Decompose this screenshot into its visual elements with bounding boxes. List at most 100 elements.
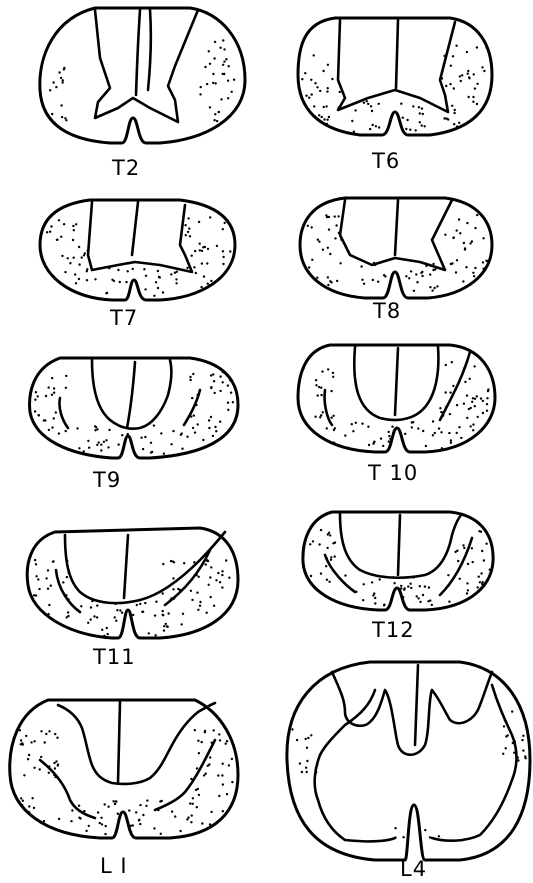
stipple-dot xyxy=(65,430,67,432)
stipple-dot xyxy=(51,394,53,396)
stipple-dot xyxy=(160,432,162,434)
stipple-dot xyxy=(481,581,483,583)
stipple-dot xyxy=(88,447,90,449)
stipple-dot xyxy=(84,252,86,254)
stipple-dot xyxy=(103,635,105,637)
stipple-dot xyxy=(417,597,419,599)
stipple-dot xyxy=(58,71,60,73)
stipple-dot xyxy=(170,560,172,562)
stipple-dot xyxy=(225,559,227,561)
stipple-dot xyxy=(482,400,484,402)
stipple-dot xyxy=(199,249,201,251)
stipple-dot xyxy=(504,719,506,721)
stipple-dot xyxy=(412,576,414,578)
stipple-dot xyxy=(155,281,157,283)
stipple-dot xyxy=(162,592,164,594)
stipple-dot xyxy=(463,547,465,549)
stipple-dot xyxy=(448,432,450,434)
stipple-dot xyxy=(412,421,414,423)
stipple-dot xyxy=(161,800,163,802)
stipple-dot xyxy=(229,250,231,252)
stipple-dot xyxy=(474,87,476,89)
stipple-dot xyxy=(462,280,464,282)
stipple-dot xyxy=(457,560,459,562)
stipple-dot xyxy=(319,416,321,418)
stipple-dot xyxy=(184,224,186,226)
stipple-dot xyxy=(378,126,380,128)
stipple-dot xyxy=(459,578,461,580)
stipple-dot xyxy=(215,579,217,581)
stipple-dot xyxy=(362,599,364,601)
stipple-dot xyxy=(162,614,164,616)
stipple-dot xyxy=(214,426,216,428)
stipple-dot xyxy=(208,419,210,421)
stipple-dot xyxy=(394,836,396,838)
stipple-dot xyxy=(183,562,185,564)
stipple-dot xyxy=(159,276,161,278)
stipple-dot xyxy=(209,216,211,218)
stipple-dot xyxy=(474,405,476,407)
section-t7-gray-matter xyxy=(88,202,192,272)
stipple-dot xyxy=(315,379,317,381)
section-t12-gray-matter xyxy=(325,514,472,595)
stipple-dot xyxy=(52,81,54,83)
stipple-dot xyxy=(320,529,322,531)
stipple-dot xyxy=(208,284,210,286)
stipple-dot xyxy=(419,585,421,587)
stipple-dot xyxy=(106,292,108,294)
stipple-dot xyxy=(470,425,472,427)
stipple-dot xyxy=(406,119,408,121)
stipple-dot xyxy=(20,797,22,799)
stipple-dot xyxy=(207,560,209,562)
stipple-dot xyxy=(153,827,155,829)
stipple-dot xyxy=(347,447,349,449)
stipple-dot xyxy=(86,279,88,281)
stipple-dot xyxy=(367,426,369,428)
stipple-dot xyxy=(339,91,341,93)
stipple-dot xyxy=(154,614,156,616)
stipple-dot xyxy=(114,616,116,618)
stipple-dot xyxy=(52,561,54,563)
stipple-dot xyxy=(190,778,192,780)
stipple-dot xyxy=(383,604,385,606)
stipple-dot xyxy=(299,762,301,764)
stipple-dot xyxy=(391,273,393,275)
section-t10-gray-matter xyxy=(325,347,470,425)
stipple-dot xyxy=(449,83,451,85)
stipple-dot xyxy=(463,367,465,369)
stipple-dot xyxy=(192,797,194,799)
stipple-dot xyxy=(451,361,453,363)
stipple-dot xyxy=(441,77,443,79)
stipple-dot xyxy=(232,401,234,403)
stipple-dot xyxy=(83,450,85,452)
stipple-dot xyxy=(382,445,384,447)
stipple-dot xyxy=(116,609,118,611)
stipple-dot xyxy=(440,411,442,413)
section-l4: L4 xyxy=(287,662,530,881)
stipple-dot xyxy=(486,47,488,49)
stipple-dot xyxy=(186,436,188,438)
stipple-dot xyxy=(486,403,488,405)
stipple-dot xyxy=(87,622,89,624)
stipple-dot xyxy=(58,432,60,434)
stipple-dot xyxy=(454,551,456,553)
stipple-dot xyxy=(231,91,233,93)
stipple-dot xyxy=(163,453,165,455)
stipple-dot xyxy=(351,423,353,425)
stipple-dot xyxy=(438,427,440,429)
stipple-dot xyxy=(179,589,181,591)
section-t6-stipple xyxy=(301,45,488,133)
stipple-dot xyxy=(66,576,68,578)
stipple-dot xyxy=(47,588,49,590)
stipple-dot xyxy=(91,600,93,602)
stipple-dot xyxy=(61,255,63,257)
stipple-dot xyxy=(58,219,60,221)
stipple-dot xyxy=(93,615,95,617)
stipple-dot xyxy=(65,119,67,121)
stipple-dot xyxy=(51,426,53,428)
stipple-dot xyxy=(202,246,204,248)
stipple-dot xyxy=(200,286,202,288)
stipple-dot xyxy=(210,566,212,568)
stipple-dot xyxy=(410,270,412,272)
stipple-dot xyxy=(375,125,377,127)
